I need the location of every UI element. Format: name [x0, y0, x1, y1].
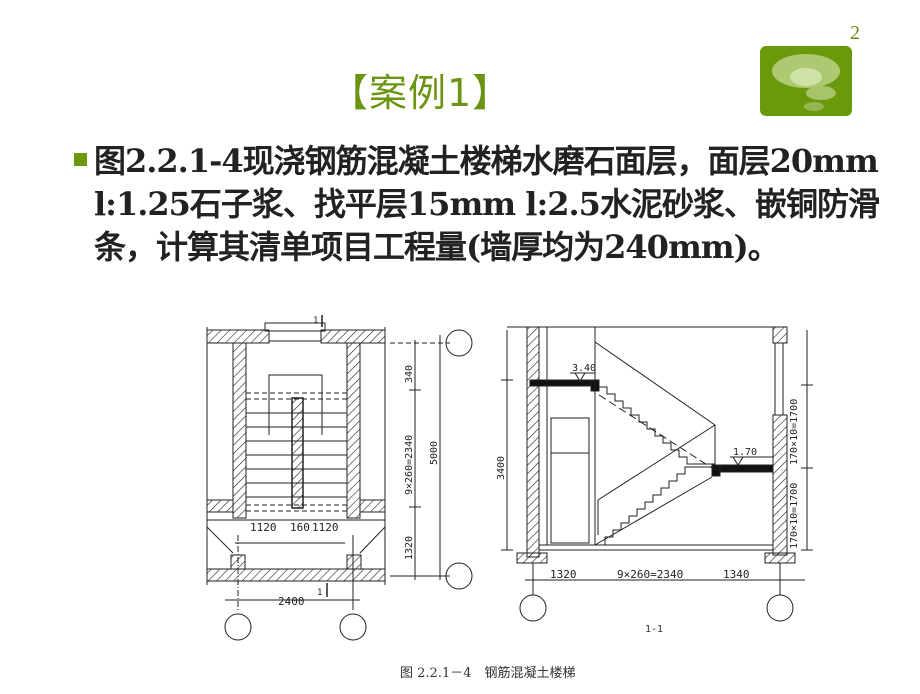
dim-9x260-section: 9×260=2340: [617, 568, 683, 581]
dim-340: 340: [404, 365, 415, 383]
plan-section-mark-bottom: 1: [317, 588, 322, 598]
plan-view: [206, 315, 473, 641]
green-bubbles-logo-icon: [760, 46, 852, 116]
dim-3400: 3400: [496, 456, 507, 480]
dim-5000: 5000: [429, 441, 440, 465]
dim-1120-left: 1120: [250, 521, 277, 534]
elevation-340: 3.40: [572, 363, 596, 374]
figure-caption: 图 2.2.1－4 钢筋混凝土楼梯: [400, 666, 576, 681]
plan-section-mark-top: 1: [313, 316, 318, 326]
dim-1320-section: 1320: [550, 568, 577, 581]
dim-2400: 2400: [278, 595, 305, 608]
section-view: [501, 326, 813, 622]
elevation-170: 1.70: [733, 447, 757, 458]
dim-1120-right: 1120: [312, 521, 339, 534]
staircase-drawing: 1 1 1120 160 1120 2400 340 9×260=2340 13…: [195, 305, 825, 690]
dim-1340: 1340: [723, 568, 750, 581]
square-bullet-icon: [74, 153, 87, 166]
dim-170x10-upper: 170×10=1700: [789, 399, 800, 465]
section-label: 1-1: [645, 624, 664, 635]
problem-statement: 图2.2.1-4现浇钢筋混凝土楼梯水磨石面层，面层20mm l:1.25石子浆、…: [94, 142, 880, 266]
slide-title: 【案例1】: [330, 71, 512, 115]
dim-160: 160: [290, 521, 310, 534]
dim-170x10-lower: 170×10=1700: [789, 483, 800, 549]
dim-1320-plan: 1320: [404, 536, 415, 560]
dim-9x260: 9×260=2340: [404, 435, 415, 495]
page-number: 2: [850, 22, 860, 44]
